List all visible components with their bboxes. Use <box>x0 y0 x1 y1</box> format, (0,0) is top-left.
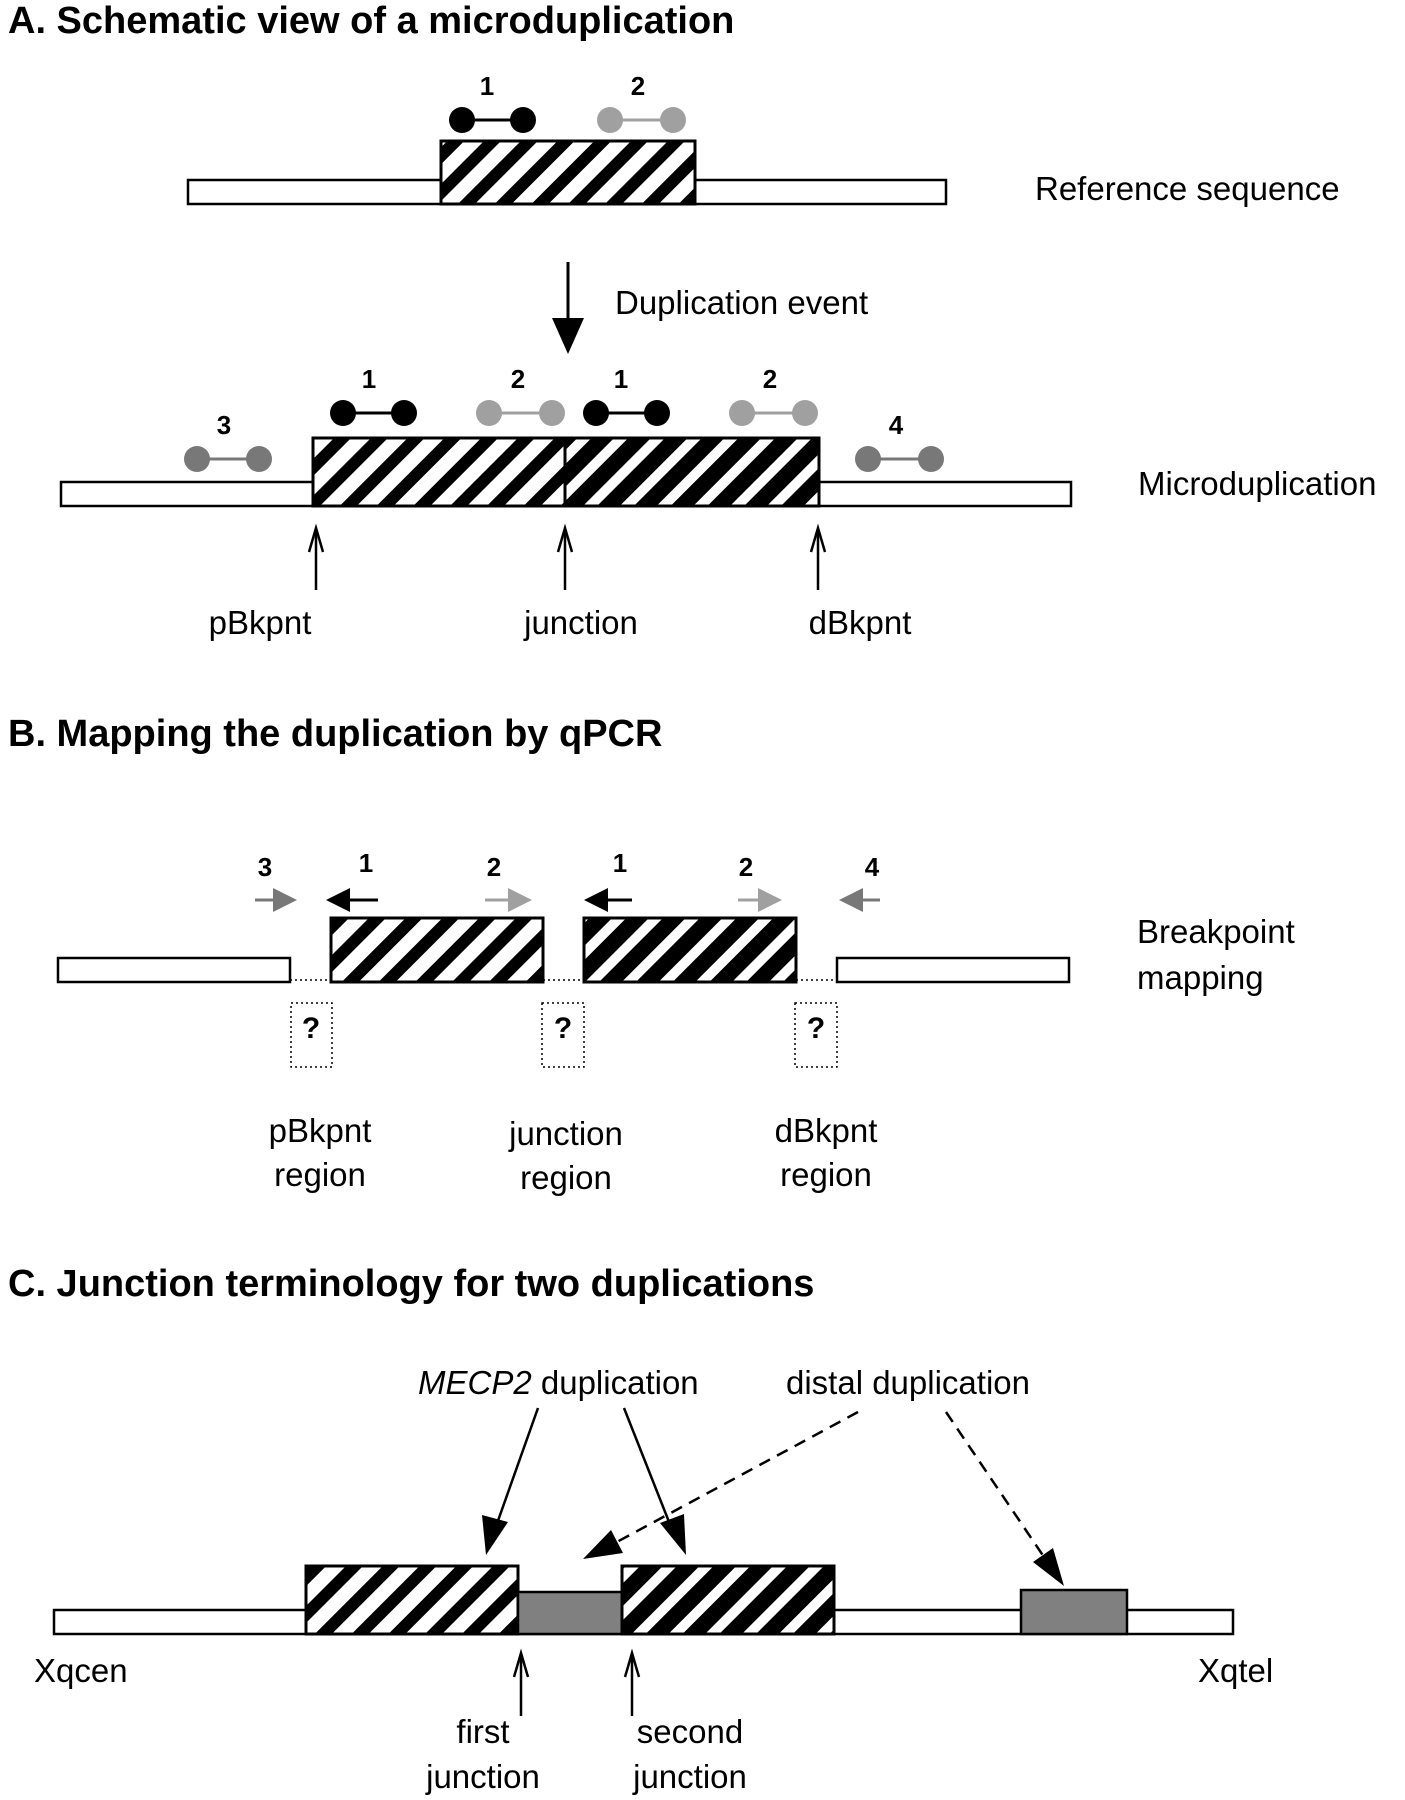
dup-primer-number-2a: 2 <box>511 364 525 394</box>
mecp2-duplication-label: MECP2 duplication <box>418 1364 699 1401</box>
first-junction-line1: first <box>456 1713 509 1750</box>
second-junction-arrow <box>623 1648 641 1716</box>
panel-b-title: B. Mapping the duplication by qPCR <box>8 713 662 755</box>
b-region-2-line2: region <box>520 1159 612 1196</box>
dup-primer-number-2b: 2 <box>763 364 777 394</box>
b-region-3-line2: region <box>780 1156 872 1193</box>
b-hatched-segment-1 <box>329 916 545 984</box>
junction-label: junction <box>523 604 638 641</box>
b-question-box-1 <box>290 1002 333 1068</box>
b-question-mark-2: ? <box>554 1012 572 1045</box>
b-primer-2b-arrow <box>738 888 782 912</box>
b-region-1-line1: pBkpnt <box>269 1112 372 1149</box>
pbkpnt-label: pBkpnt <box>209 604 312 641</box>
b-hatched-segment-2 <box>582 916 798 984</box>
b-primer-number-1a: 1 <box>359 848 373 878</box>
second-junction-line2: junction <box>632 1758 747 1795</box>
b-question-box-2 <box>541 1002 585 1068</box>
distal-arrow-left <box>583 1410 859 1559</box>
duplication-event-arrow <box>552 262 584 354</box>
pbkpnt-arrow <box>307 523 325 590</box>
dup-primer-2a <box>476 400 565 426</box>
b-left-flank <box>56 956 292 984</box>
b-primer-4-arrow <box>839 888 880 912</box>
b-primer-number-3: 3 <box>258 852 272 882</box>
first-junction-arrow <box>512 1648 530 1716</box>
dbkpnt-label: dBkpnt <box>809 604 912 641</box>
dup-primer-2b <box>729 400 818 426</box>
first-junction-line2: junction <box>425 1758 540 1795</box>
c-distal-box-1 <box>516 1590 624 1636</box>
dup-primer-3 <box>184 446 272 472</box>
b-primer-number-2a: 2 <box>487 852 501 882</box>
xqtel-label: Xqtel <box>1198 1652 1273 1689</box>
ref-primer-number-2: 2 <box>631 71 645 101</box>
b-primer-1a-arrow <box>326 888 378 912</box>
c-mecp2-hatched-segment-1 <box>304 1564 520 1636</box>
mecp2-arrow-left <box>482 1407 540 1555</box>
b-primer-1b-arrow <box>584 888 632 912</box>
dup-primer-number-4: 4 <box>889 410 904 440</box>
dup-hatched-segment-2 <box>563 436 821 508</box>
b-primer-2a-arrow <box>485 888 532 912</box>
dbkpnt-arrow <box>809 523 827 590</box>
dup-primer-number-3: 3 <box>217 410 231 440</box>
reference-label: Reference sequence <box>1035 170 1340 207</box>
b-region-2-line1: junction <box>508 1115 623 1152</box>
b-side-label-line2: mapping <box>1137 959 1264 996</box>
junction-arrow <box>556 523 574 590</box>
second-junction-line1: second <box>637 1713 743 1750</box>
b-question-box-3 <box>794 1002 838 1068</box>
ref-primer-1 <box>449 107 536 133</box>
b-primer-number-4: 4 <box>865 852 880 882</box>
dup-primer-1a <box>330 400 417 426</box>
duplication-event-label: Duplication event <box>615 284 868 321</box>
ref-primer-number-1: 1 <box>480 71 494 101</box>
panel-a-title: A. Schematic view of a microduplication <box>8 0 734 42</box>
b-primer-number-1b: 1 <box>613 848 627 878</box>
b-region-3-line1: dBkpnt <box>775 1112 878 1149</box>
reference-hatched-segment <box>439 139 697 206</box>
b-right-flank <box>835 956 1071 984</box>
microduplication-label: Microduplication <box>1138 465 1376 502</box>
dup-hatched-segment-1 <box>311 436 567 508</box>
b-question-mark-3: ? <box>807 1012 825 1045</box>
dup-primer-4 <box>855 446 944 472</box>
b-question-mark-1: ? <box>302 1012 320 1045</box>
xqcen-label: Xqcen <box>34 1652 128 1689</box>
b-primer-3-arrow <box>255 888 297 912</box>
distal-duplication-label: distal duplication <box>786 1364 1030 1401</box>
dup-primer-number-1b: 1 <box>614 364 628 394</box>
c-distal-box-2 <box>1019 1588 1129 1636</box>
distal-arrow-right <box>944 1411 1064 1586</box>
b-primer-number-2b: 2 <box>739 852 753 882</box>
mecp2-gene-name: MECP2 <box>418 1364 532 1401</box>
c-mecp2-hatched-segment-2 <box>620 1564 836 1636</box>
dup-primer-1b <box>583 400 670 426</box>
dup-primer-number-1a: 1 <box>362 364 376 394</box>
ref-primer-2 <box>597 107 686 133</box>
mecp2-duplication-word: duplication <box>532 1364 699 1401</box>
mecp2-arrow-right <box>622 1407 686 1555</box>
b-side-label-line1: Breakpoint <box>1137 913 1295 950</box>
panel-c-title: C. Junction terminology for two duplicat… <box>8 1263 814 1305</box>
b-region-1-line2: region <box>274 1156 366 1193</box>
